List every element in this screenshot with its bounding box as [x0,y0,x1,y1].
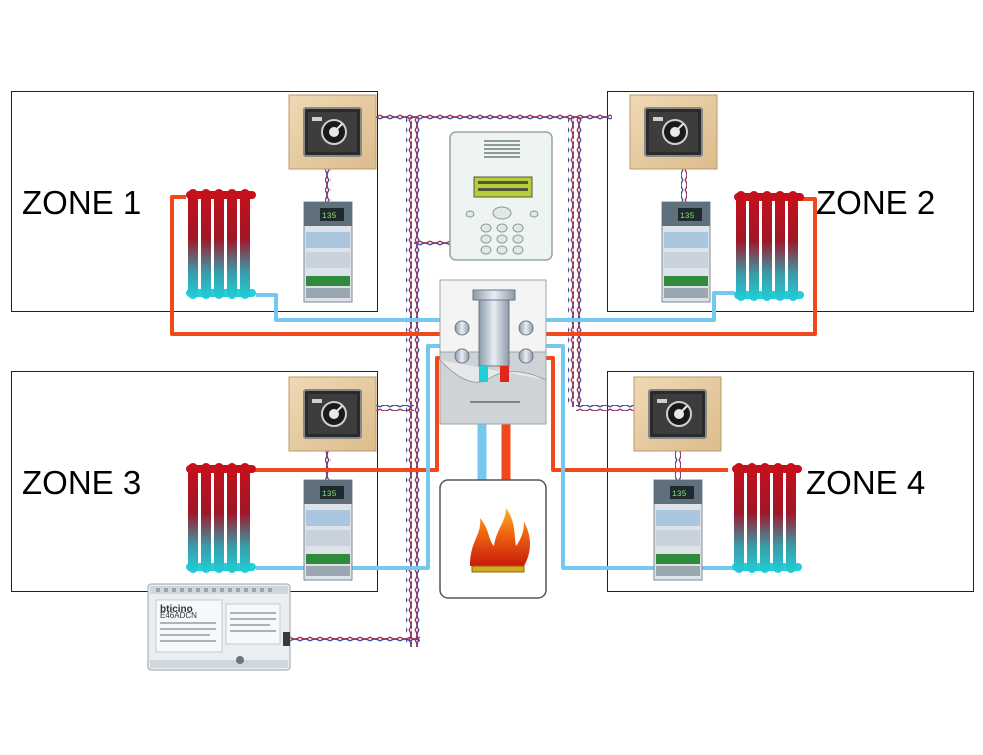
zone-3-label: ZONE 3 [22,464,142,501]
actuator-module-icon: 135 [653,479,703,581]
svg-text:135: 135 [672,490,687,499]
bus-cable [290,114,687,647]
central-unit-icon [449,131,553,261]
thermostat-icon [633,376,722,452]
svg-text:135: 135 [680,212,695,221]
zone-1-label: ZONE 1 [22,184,142,221]
actuator-module-icon: 135 [303,201,353,303]
thermostat-icon [629,94,718,170]
thermostat-icon [288,376,377,452]
actuator-module-icon: 135 [661,201,711,303]
zone-2-label: ZONE 2 [816,184,936,221]
svg-text:135: 135 [322,490,337,499]
svg-text:135: 135 [322,212,337,221]
radiator-icon [186,189,256,299]
boiler-flame-icon [439,479,547,599]
radiator-icon [732,463,802,573]
radiator-icon [734,191,804,301]
power-supply-brand: bticino [160,604,193,615]
actuator-module-icon: 135 [303,479,353,581]
manifold-icon [439,279,547,425]
radiator-icon [186,463,256,573]
power-supply-model: E46ADCN [160,611,197,620]
thermostat-icon [288,94,377,170]
zone-4-label: ZONE 4 [806,464,926,501]
power-supply-icon [147,583,291,671]
